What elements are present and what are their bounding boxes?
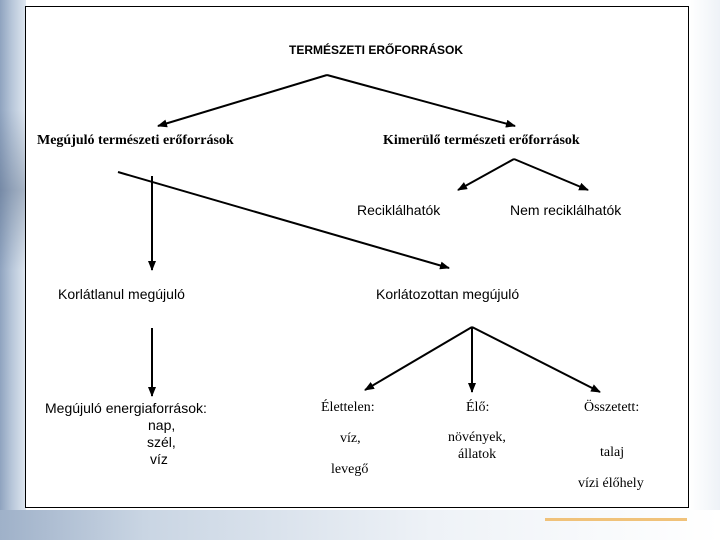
node-limited: Korlátozottan megújuló	[376, 286, 520, 302]
node-unlimited: Korlátlanul megújuló	[58, 286, 185, 302]
nonliving-item: levegő	[331, 462, 369, 477]
decorative-left-strip	[0, 0, 26, 540]
node-nonliving: Élettelen:	[321, 400, 375, 415]
energy-item: szél,	[147, 434, 176, 450]
arrow-limited-to-composite	[471, 326, 601, 393]
accent-line	[545, 518, 687, 521]
arrow-renewable-to-limited	[117, 171, 450, 270]
node-composite: Összetett:	[584, 400, 640, 415]
diagram-frame	[25, 6, 689, 508]
living-item: állatok	[458, 447, 497, 462]
energy-item: víz	[150, 451, 168, 467]
arrow-title-to-exhaustible	[326, 74, 516, 128]
diagram-title: TERMÉSZETI ERŐFORRÁSOK	[289, 43, 464, 57]
node-energy-sources: Megújuló energiaforrások:	[45, 400, 207, 416]
composite-item: vízi élőhely	[578, 476, 644, 491]
node-renewable: Megújuló természeti erőforrások	[37, 133, 234, 148]
decorative-bottom-strip	[0, 510, 720, 540]
arrow-limited-to-nonliving	[364, 326, 473, 391]
node-recyclable: Reciklálhatók	[357, 202, 441, 218]
composite-item: talaj	[600, 445, 625, 460]
node-exhaustible: Kimerülő természeti erőforrások	[383, 133, 580, 148]
energy-item: nap,	[148, 417, 176, 433]
arrow-exhaustible-to-recyclable	[457, 158, 515, 191]
node-non-recyclable: Nem reciklálhatók	[510, 202, 622, 218]
nonliving-item: víz,	[340, 431, 361, 446]
living-item: növények,	[448, 430, 506, 445]
node-living: Élő:	[466, 400, 490, 415]
arrow-title-to-renewable	[157, 74, 328, 128]
decorative-right-strip	[690, 0, 720, 540]
arrow-exhaustible-to-non-recyclable	[513, 158, 589, 191]
